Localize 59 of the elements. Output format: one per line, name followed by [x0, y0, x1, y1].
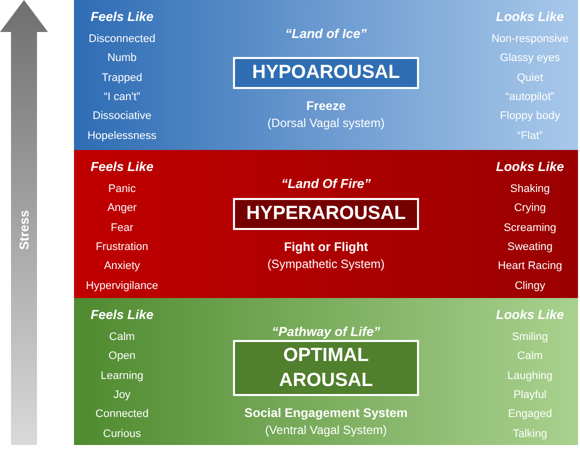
column-heading: Feels Like — [90, 307, 154, 322]
list-item: Glassy eyes — [500, 52, 560, 64]
list-item: Anxiety — [104, 260, 140, 272]
zone-title: OPTIMAL AROUSAL — [278, 344, 374, 393]
axis-label: Stress — [16, 210, 32, 250]
list-item: Calm — [109, 331, 135, 343]
list-item: Floppy body — [500, 110, 560, 122]
list-item: Trapped — [102, 72, 142, 84]
list-item: Calm — [517, 350, 543, 362]
column-heading: Looks Like — [496, 9, 564, 24]
list-item: Clingy — [514, 280, 546, 292]
list-item: Connected — [95, 408, 149, 420]
column-heading: Looks Like — [496, 159, 564, 174]
column-heading: Feels Like — [90, 159, 154, 174]
list-item: Panic — [108, 183, 136, 195]
zone-nickname: “Land of Ice” — [285, 26, 367, 41]
fight-flight-zone-band — [74, 150, 578, 298]
list-item: Open — [108, 350, 136, 362]
list-item: Curious — [103, 428, 141, 440]
up-arrow — [0, 0, 48, 445]
response-name: Fight or Flight — [284, 240, 368, 254]
list-item: Screaming — [504, 222, 556, 234]
optimal-zone-band — [74, 298, 578, 445]
zone-nickname: “Pathway of Life” — [272, 324, 380, 339]
list-item: Dissociative — [92, 110, 152, 122]
list-item: Frustration — [96, 240, 148, 253]
list-item: Disconnected — [88, 33, 156, 45]
list-item: Anger — [107, 202, 137, 214]
list-item: Engaged — [508, 408, 552, 420]
freeze-zone-band — [74, 0, 578, 150]
list-item: “autopilot” — [506, 90, 554, 103]
list-item: Quiet — [516, 72, 544, 84]
zone-title: HYPERAROUSAL — [246, 203, 406, 225]
list-item: Hypervigilance — [86, 280, 158, 292]
list-item: “Flat” — [517, 130, 543, 142]
list-item: Crying — [514, 202, 546, 214]
column-heading: Feels Like — [90, 9, 154, 24]
list-item: Playful — [513, 388, 547, 401]
list-item: Sweating — [507, 240, 553, 253]
list-item: Laughing — [507, 370, 553, 382]
list-item: Hopelessness — [87, 130, 157, 142]
list-item: Talking — [512, 428, 548, 440]
nervous-system-note: (Ventral Vagal System) — [265, 423, 387, 437]
list-item: “I can't” — [104, 90, 140, 103]
response-name: Social Engagement System — [244, 406, 408, 420]
zone-nickname: “Land Of Fire” — [281, 176, 371, 191]
nervous-system-note: (Sympathetic System) — [267, 257, 385, 271]
list-item: Fear — [110, 222, 134, 234]
column-heading: Looks Like — [496, 307, 564, 322]
list-item: Joy — [113, 388, 131, 401]
list-item: Non-responsive — [491, 33, 569, 45]
list-item: Smiling — [512, 331, 548, 343]
list-item: Numb — [107, 52, 137, 64]
zone-title: HYPOAROUSAL — [252, 62, 400, 84]
list-item: Heart Racing — [498, 260, 562, 272]
list-item: Shaking — [510, 183, 550, 195]
response-name: Freeze — [306, 99, 346, 113]
list-item: Learning — [100, 370, 144, 382]
nervous-system-note: (Dorsal Vagal system) — [267, 116, 385, 130]
